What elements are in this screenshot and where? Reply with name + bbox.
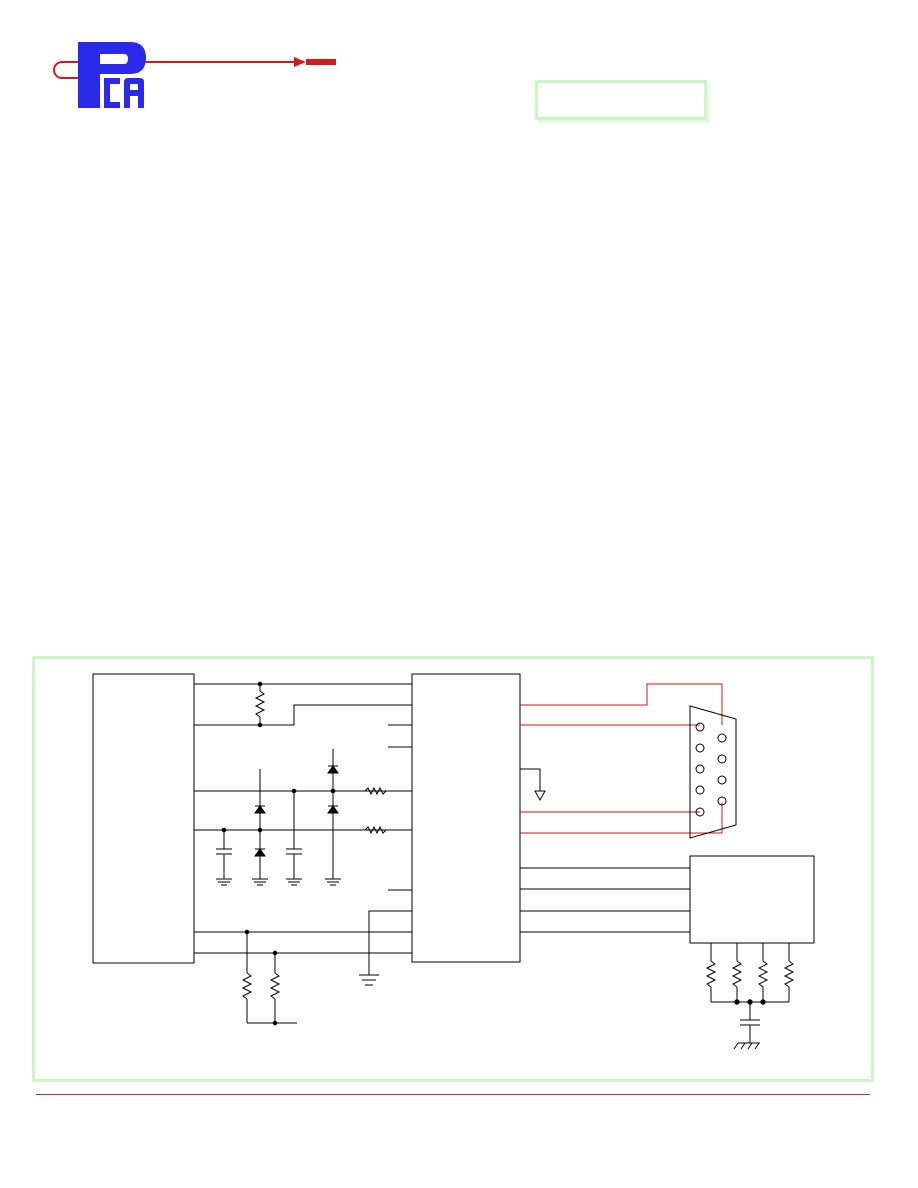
logo-red-arrow (294, 57, 336, 67)
schematic-drawing (92, 673, 815, 1050)
pullup-resistor-top (254, 681, 266, 728)
capacitor-c1 (216, 827, 232, 879)
db9-connector (689, 705, 737, 839)
logo-letter-a (124, 78, 144, 108)
top-bus-wires (194, 683, 412, 748)
center-ic-block (411, 673, 521, 963)
part-number-box (535, 80, 707, 120)
center-ic-ground (359, 910, 412, 986)
diode-clamp-right (327, 749, 358, 879)
series-resistor-upper (364, 786, 387, 796)
logo-letter-p (78, 42, 146, 108)
right-module-block (689, 855, 815, 944)
diode-clamp-left (254, 769, 266, 879)
application-schematic (32, 656, 874, 1082)
signal-ground-arrow (520, 768, 546, 802)
company-logo (44, 40, 344, 112)
ground-symbols (216, 878, 341, 886)
capacitor-c2 (286, 788, 302, 879)
series-resistor-lower (364, 825, 387, 835)
module-resistor-network (705, 943, 795, 1050)
logo-letter-c (104, 78, 120, 108)
footer-divider (36, 1094, 870, 1095)
pca-logo-graphic (53, 42, 336, 108)
left-ic-block (92, 673, 195, 964)
bottom-bus-wires (194, 929, 412, 1026)
module-bus-wires (520, 867, 690, 933)
logo-red-arc (53, 61, 100, 79)
red-serial-wires (520, 683, 723, 834)
middle-signal-wires (194, 790, 412, 891)
